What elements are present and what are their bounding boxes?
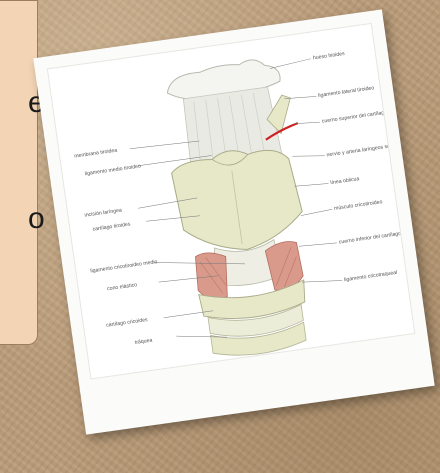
label-cuerno-inferior: cuerno inferior del cartílago tiroides [338,228,414,245]
label-hueso-hioides: hueso hioides [313,51,346,61]
label-ligamento-cricotraqueal: ligamento cricotraqueal [344,270,398,283]
label-cuerno-superior: cuerno superior del cartílago tiroides [321,107,405,125]
label-musculo-cricotiroideo: músculo cricotiroideo [334,199,383,212]
label-traquea: tráquea [134,338,152,346]
label-membrana-tiroidea: membrana tiroidea [74,148,118,160]
label-cartilago-tiroides: cartílago tiroides [92,221,131,232]
label-incision-laringea: incisión laríngea [84,208,122,219]
label-ligamento-lateral: ligamento lateral tiroideo [318,85,375,99]
larynx-illustration: membrana tiroidea ligamento medio tiroid… [47,23,416,380]
label-cartilago-cricoides: cartílago cricoides [106,317,149,329]
label-linea-oblicua: línea oblicua [330,176,360,186]
cricothyroid-muscle-left [193,250,231,301]
larynx-diagram-svg: membrana tiroidea ligamento medio tiroid… [48,24,414,378]
label-cono-elastico: cono elástico [107,282,138,292]
label-nervio-arteria: nervio y arteria laríngeos superiores [326,141,409,159]
text-fragment-o: o [28,204,45,234]
label-ligamento-medio: ligamento medio tiroideo [84,163,141,177]
labels-right: hueso hioides ligamento lateral tiroideo… [313,44,415,283]
slide-text-panel [0,0,38,345]
labels-left: membrana tiroidea ligamento medio tiroid… [74,144,169,350]
polaroid-frame: membrana tiroidea ligamento medio tiroid… [33,9,434,434]
label-ligamento-cricotiroideo: ligamento cricotiroideo medio [90,259,158,274]
